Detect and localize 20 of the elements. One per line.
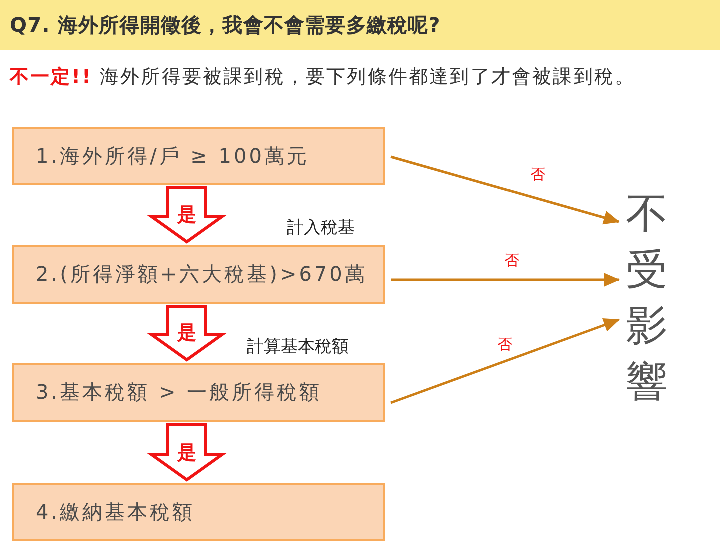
heading-banner: Q7. 海外所得開徵後，我會不會需要多繳稅呢?: [0, 0, 720, 50]
result-text: 不受影響: [625, 186, 669, 410]
annotation-text: 計算基本稅額: [247, 337, 349, 357]
arrow: [390, 156, 620, 225]
annotation-text: 計入稅基: [287, 218, 355, 238]
edge-label: 是: [176, 323, 198, 343]
step-box: 1.海外所得/戶 ≥ 100萬元: [12, 127, 385, 185]
arrow: [390, 318, 620, 404]
edge-label: 是: [176, 443, 198, 463]
arrow: [391, 273, 620, 287]
edge-label: 否: [496, 336, 514, 354]
edge-label: 否: [504, 252, 520, 270]
intro-text: 不一定!! 海外所得要被課到稅，要下列條件都達到了才會被課到稅。: [10, 65, 636, 90]
step-box: 4.繳納基本稅額: [12, 483, 385, 541]
step-box: 2.(所得淨額+六大稅基)>670萬: [12, 245, 385, 304]
edge-label: 否: [530, 166, 546, 184]
edge-label: 是: [176, 205, 198, 225]
step-box: 3.基本稅額 > 一般所得稅額: [12, 363, 385, 422]
block-arrow: [147, 424, 227, 482]
block-arrow: [147, 186, 227, 244]
